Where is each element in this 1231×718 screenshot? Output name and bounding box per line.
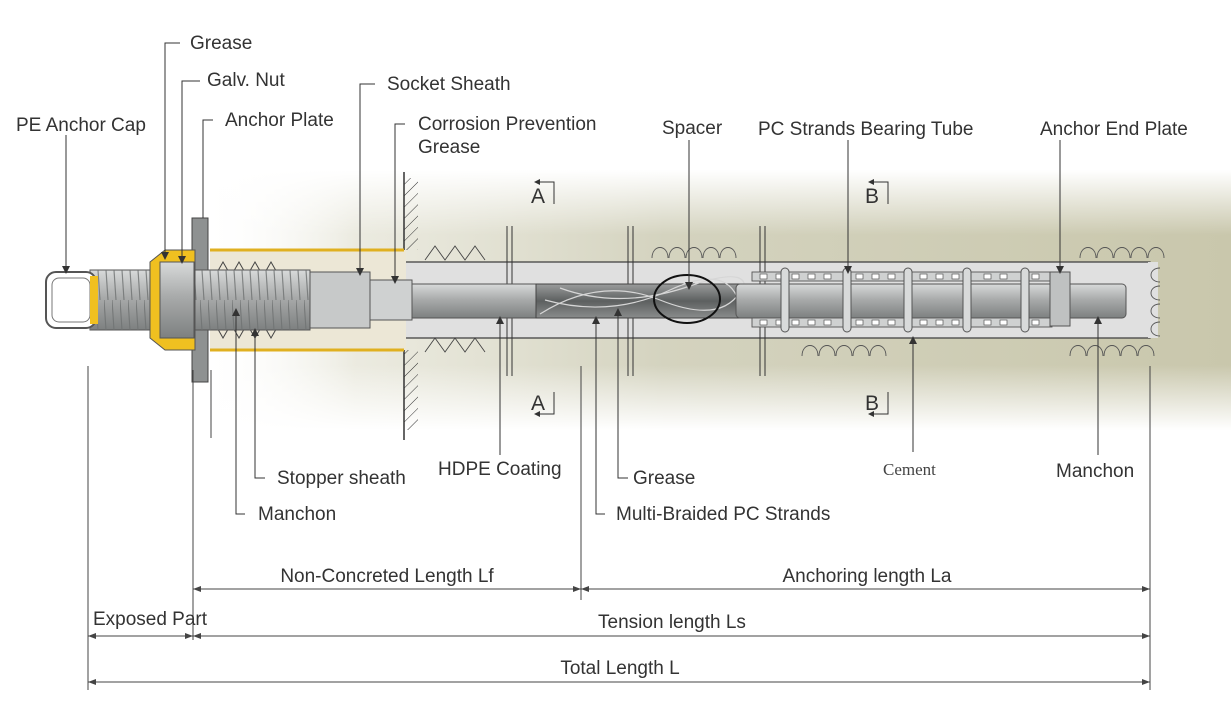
section-a-bottom: A bbox=[531, 392, 555, 417]
threaded-bar bbox=[89, 269, 311, 331]
label-pe-anchor-cap: PE Anchor Cap bbox=[16, 115, 146, 136]
label-grease-bottom: Grease bbox=[633, 468, 695, 489]
svg-text:A: A bbox=[531, 185, 545, 208]
label-galv-nut: Galv. Nut bbox=[207, 70, 286, 91]
galv-nut bbox=[149, 249, 196, 351]
pe-anchor-cap bbox=[45, 271, 98, 329]
dim-tension-length: Tension length Ls bbox=[598, 612, 746, 633]
label-corrosion-prevention-1: Corrosion Prevention bbox=[418, 114, 596, 135]
section-b-bottom: B bbox=[865, 392, 889, 417]
dim-anchoring-length: Anchoring length La bbox=[782, 566, 951, 587]
label-corrosion-prevention-2: Grease bbox=[418, 137, 480, 158]
label-manchon-left: Manchon bbox=[258, 504, 336, 525]
label-manchon-right: Manchon bbox=[1056, 461, 1134, 482]
bearing-tube bbox=[751, 267, 1071, 333]
dim-total-length: Total Length L bbox=[560, 658, 679, 679]
label-socket-sheath: Socket Sheath bbox=[387, 74, 511, 95]
leader-lines bbox=[62, 42, 1102, 515]
anchor-end-plate bbox=[1049, 271, 1071, 327]
label-stopper-sheath: Stopper sheath bbox=[277, 468, 406, 489]
label-grease-top: Grease bbox=[190, 33, 252, 54]
section-markers: A A B B bbox=[531, 179, 889, 417]
svg-text:B: B bbox=[865, 185, 879, 208]
label-multi-braided: Multi-Braided PC Strands bbox=[616, 504, 830, 525]
soil-curls-end bbox=[1150, 267, 1161, 337]
dim-non-concreted-length: Non-Concreted Length Lf bbox=[280, 566, 494, 587]
label-anchor-end-plate: Anchor End Plate bbox=[1040, 119, 1188, 140]
spacer-ring bbox=[653, 274, 721, 324]
svg-text:B: B bbox=[865, 392, 879, 415]
dim-exposed-part: Exposed Part bbox=[93, 609, 208, 630]
soil-curls-bottom-right bbox=[1069, 345, 1155, 357]
section-b-top: B bbox=[865, 179, 889, 208]
section-a-top: A bbox=[531, 179, 555, 208]
label-spacer: Spacer bbox=[662, 118, 723, 139]
dimension-labels: Non-Concreted Length Lf Anchoring length… bbox=[93, 566, 952, 679]
dimension-lines bbox=[88, 586, 1150, 685]
label-pc-strands-bearing-tube: PC Strands Bearing Tube bbox=[758, 119, 973, 140]
soil-curls-top-left bbox=[651, 247, 737, 259]
component-labels: Grease Galv. Nut PE Anchor Cap Anchor Pl… bbox=[16, 33, 1188, 525]
svg-text:A: A bbox=[531, 392, 545, 415]
soil-hatching bbox=[424, 245, 1165, 357]
label-hdpe-coating: HDPE Coating bbox=[438, 459, 562, 480]
soil-curls-bottom-mid bbox=[801, 345, 887, 357]
soil-curls-top-right bbox=[1079, 247, 1165, 259]
label-cement: Cement bbox=[883, 460, 936, 479]
label-anchor-plate: Anchor Plate bbox=[225, 110, 334, 131]
